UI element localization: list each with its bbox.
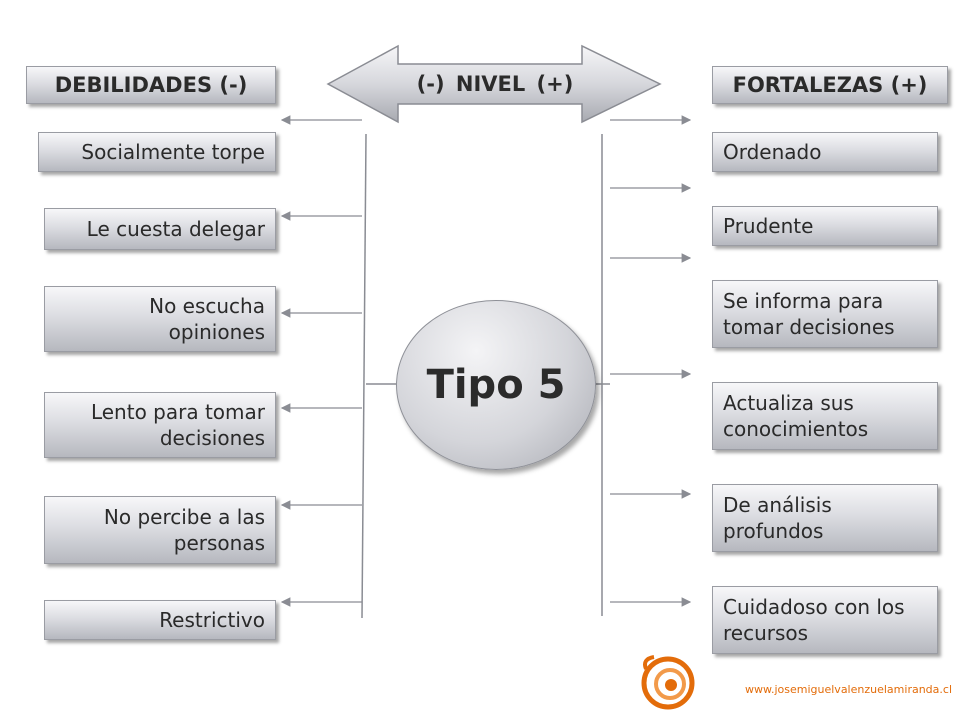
fortaleza-item: Se informa para tomar decisiones — [712, 280, 938, 348]
tipo-circle: Tipo 5 — [396, 300, 596, 470]
fortalezas-header: FORTALEZAS (+) — [712, 66, 948, 104]
nivel-label: (-) NIVEL (+) — [416, 72, 574, 96]
nivel-double-arrow — [326, 44, 662, 124]
debilidad-item: No percibe a las personas — [44, 496, 276, 564]
fortaleza-item: De análisis profundos — [712, 484, 938, 552]
fortaleza-item: Prudente — [712, 206, 938, 246]
fortaleza-item: Cuidadoso con los recursos — [712, 586, 938, 654]
fortaleza-item: Ordenado — [712, 132, 938, 172]
debilidades-header: DEBILIDADES (-) — [26, 66, 276, 104]
debilidad-item: Lento para tomar decisiones — [44, 392, 276, 458]
debilidad-item: Restrictivo — [44, 600, 276, 640]
left-bracket-line — [361, 133, 367, 619]
spiral-logo-icon — [641, 655, 695, 710]
footer-url[interactable]: www.josemiguelvalenzuelamiranda.cl — [745, 683, 952, 696]
debilidad-item: Socialmente torpe — [38, 132, 276, 172]
debilidad-item: No escucha opiniones — [44, 286, 276, 352]
fortaleza-item: Actualiza sus conocimientos — [712, 382, 938, 450]
debilidad-item: Le cuesta delegar — [44, 208, 276, 250]
tipo-label: Tipo 5 — [426, 362, 566, 408]
